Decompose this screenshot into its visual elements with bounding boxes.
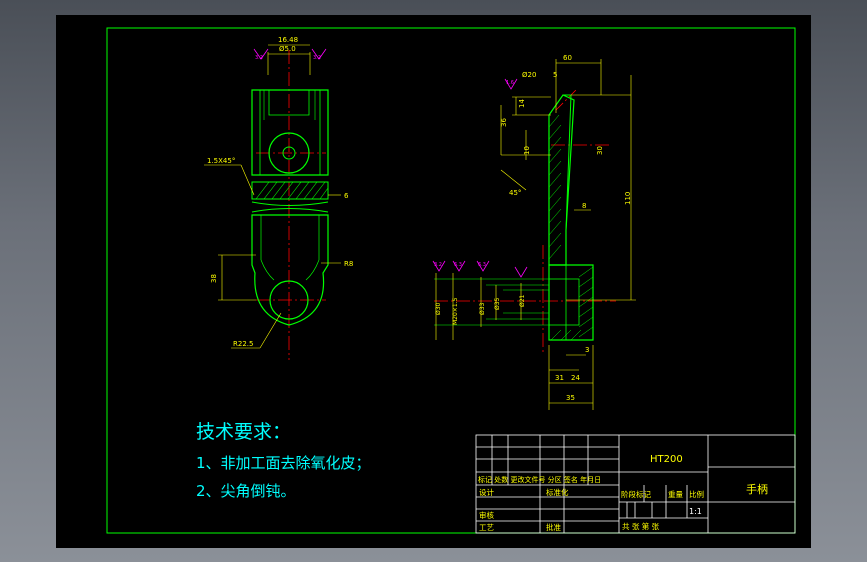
technical-notes: 技术要求： 1、非加工面去除氧化皮； 2、尖角倒钝。 — [196, 421, 371, 500]
dim-30: 30 — [596, 146, 604, 155]
drawing-border — [106, 27, 796, 534]
process-label: 工艺 — [479, 523, 494, 532]
left-hole-bottom — [269, 280, 309, 320]
r-label: R8 — [344, 260, 353, 268]
dim-left-top2: Ø5.0 — [279, 45, 296, 53]
dim-10: 10 — [523, 146, 531, 155]
left-hole-top-outer — [268, 132, 310, 174]
dim-3: 3 — [585, 346, 589, 354]
chamfer-label: 1.5X45° — [207, 157, 235, 165]
left-top-outline — [251, 89, 329, 176]
dim-angle-d20: Ø20 — [522, 71, 536, 79]
roughness-right-b: 3.2 — [434, 262, 442, 268]
dim-36: 36 — [500, 118, 508, 127]
dim-side-left: 38 — [210, 274, 218, 283]
notes-line-1: 1、非加工面去除氧化皮； — [196, 454, 371, 472]
roughness-left-1: 3.2 — [255, 55, 263, 61]
roughness-left-2: 3.2 — [313, 55, 321, 61]
notes-line-2: 2、尖角倒钝。 — [196, 482, 296, 500]
left-hatch-section — [251, 181, 329, 213]
standardize-label: 标准化 — [546, 487, 569, 497]
dim-5: 5 — [553, 71, 557, 79]
dim-d35: Ø35 — [494, 297, 501, 310]
scale-label: 比例 — [689, 489, 704, 499]
left-hole-top-inner — [282, 146, 296, 160]
weight-label: 重量 — [668, 490, 683, 499]
engineering-drawing: 16.48 Ø5.0 1.5X45° 6 R8 38 R22.5 3.2 3.2 — [106, 27, 796, 534]
dim-d30: Ø30 — [435, 302, 442, 315]
part-name: 手柄 — [746, 482, 768, 496]
dim-angle-45: 45° — [509, 189, 521, 197]
title-block — [475, 434, 796, 534]
dim-31: 31 — [555, 374, 564, 382]
right-view: 60 Ø20 5 14 36 10 30 45° 8 110 Ø30 M20×1… — [432, 54, 636, 410]
dim-8: 8 — [582, 202, 586, 210]
dim-60: 60 — [563, 54, 572, 62]
roughness-right-c: 6.3 — [454, 262, 462, 268]
left-lower-outline — [251, 214, 329, 326]
dim-35: 35 — [566, 394, 575, 402]
dim-d21: Ø21 — [519, 294, 526, 307]
row-labels: 标记 处数 更改文件号 分区 签名 年月日 — [478, 475, 601, 484]
roughness-right-d: 6.3 — [478, 262, 486, 268]
cad-viewport: 16.48 Ø5.0 1.5X45° 6 R8 38 R22.5 3.2 3.2 — [56, 15, 811, 548]
scale-value: 1:1 — [689, 507, 702, 516]
dim-14: 14 — [518, 99, 526, 108]
sheets-label: 共 张 第 张 — [622, 521, 660, 531]
review-label: 审核 — [479, 510, 494, 520]
dim-left-top: 16.48 — [278, 36, 298, 44]
title-block-text: HT200 手柄 标记 处数 更改文件号 分区 签名 年月日 设计 标准化 阶段… — [478, 454, 768, 532]
dim-m20: M20×1.5 — [452, 297, 459, 325]
roughness-right-a: 1.6 — [506, 80, 514, 86]
r-bottom: R22.5 — [233, 340, 253, 348]
dim-d33: Ø33 — [479, 302, 486, 315]
notes-title: 技术要求： — [196, 421, 291, 443]
design-label: 设计 — [479, 487, 494, 497]
approve-label: 批准 — [546, 522, 561, 532]
material: HT200 — [650, 454, 683, 465]
stage-mark-label: 阶段标记 — [621, 489, 651, 499]
left-view: 16.48 Ø5.0 1.5X45° 6 R8 38 R22.5 3.2 3.2 — [204, 36, 353, 360]
dim-110: 110 — [624, 192, 632, 205]
right-boss-outline — [548, 264, 594, 341]
dim-24: 24 — [571, 374, 580, 382]
dim-slot: 6 — [344, 192, 349, 200]
